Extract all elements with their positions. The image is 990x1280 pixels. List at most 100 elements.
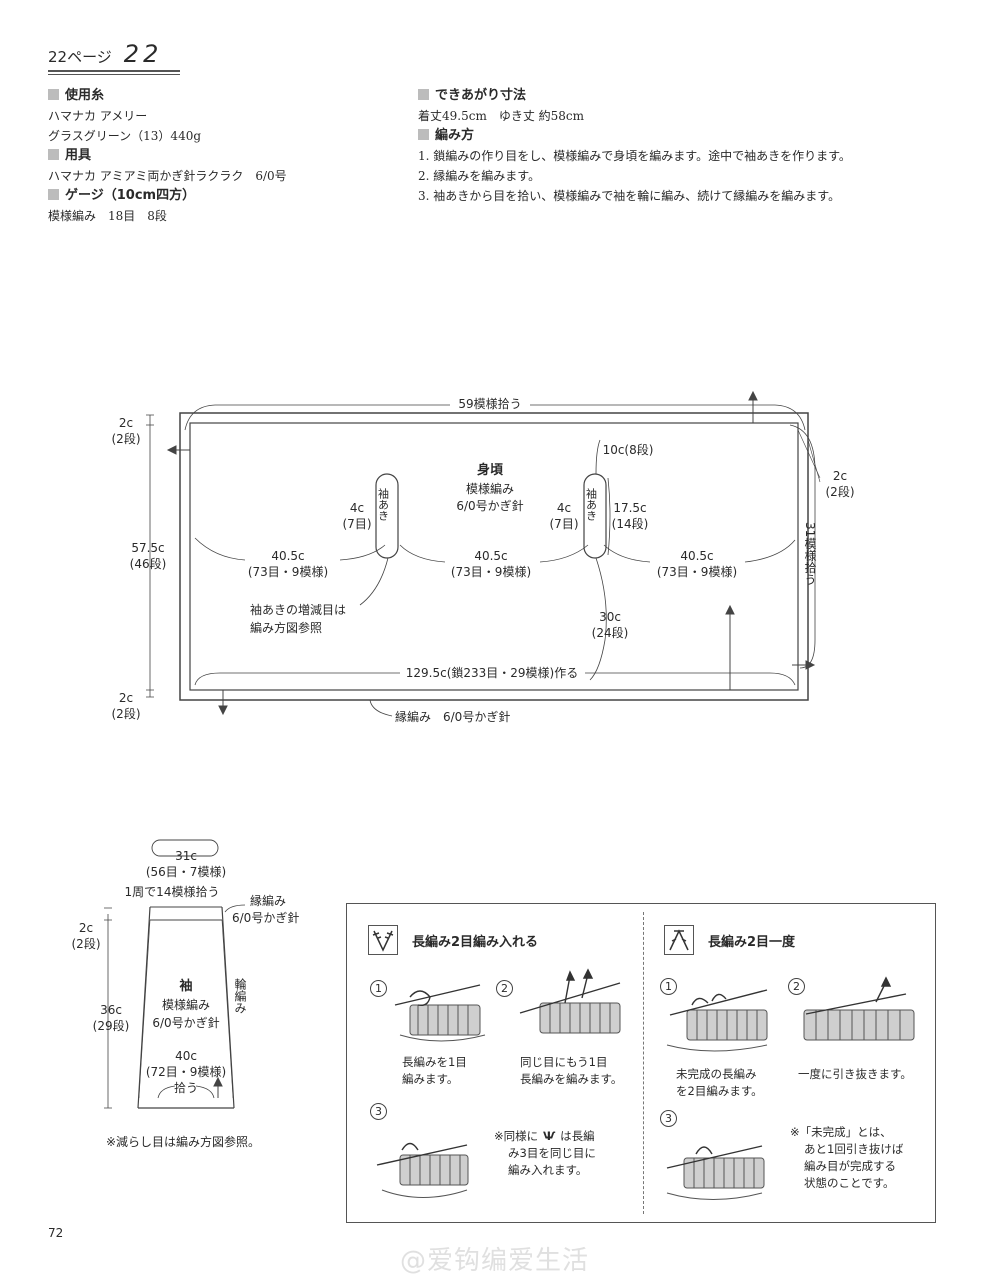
sleeve-title: 袖 <box>179 978 192 994</box>
sleeve-top-capsule <box>151 839 219 857</box>
sleeve-outline <box>137 906 235 1109</box>
body-hook: 6/0号かぎ針 <box>456 498 523 513</box>
technique-box <box>346 903 936 1223</box>
armhole-left-dan: (7目) <box>343 517 372 531</box>
yarn-color: グラスグリーン（13）440g <box>48 129 202 143</box>
left-step1-num: 1 <box>370 980 387 997</box>
bottom-chain-label: 129.5c(鎖233目・29模様)作る <box>406 665 579 680</box>
right-note-line4: 状態のことです。 <box>804 1176 895 1190</box>
right-technique-title: 長編み2目一度 <box>708 935 796 950</box>
top-pickup-label: 59模様拾う <box>458 396 521 411</box>
left-step2-caption: 同じ目にもう1目 長編みを編みます。 <box>520 1054 622 1088</box>
right-pickup-label: 31模様拾う <box>803 522 817 585</box>
right-c: 2c <box>833 469 847 483</box>
sleeve-top-c: 31c <box>175 849 197 863</box>
right-note-line1: ※「未完成」とは、 <box>790 1125 892 1139</box>
pattern-number: 22 <box>123 40 163 68</box>
right-note: ※「未完成」とは、 あと1回引き抜けば 編み目が完成する 状態のことです。 <box>790 1124 903 1192</box>
header-rule <box>48 70 180 72</box>
watermark: @爱钩编爱生活 <box>400 1246 590 1276</box>
sleeve-pickup: 1周で14模様拾う <box>125 884 220 899</box>
seg3-note: (73目・9模様) <box>657 565 737 579</box>
gauge-heading: ゲージ（10cm四方） <box>48 186 287 206</box>
v30-c: 30c <box>599 610 621 624</box>
yarn-heading: 使用糸 <box>48 86 287 106</box>
method-step-2: 2. 縁編みを編みます。 <box>418 169 541 183</box>
armhole-left-c: 4c <box>350 501 364 515</box>
armhole-left-label: 袖あき <box>377 487 390 521</box>
left-step2-line2: 長編みを編みます。 <box>520 1072 623 1086</box>
left-step1-caption: 長編みを1目 編みます。 <box>402 1054 467 1088</box>
size-line: 着丈49.5cm ゆき丈 約58cm <box>418 109 585 123</box>
armhole-left <box>375 473 399 559</box>
sleeve-bottom-c: 40c <box>175 1049 197 1063</box>
sleeve-top-note: (56目・7模様) <box>146 865 226 879</box>
sleeve-ring: 輪編み <box>233 977 247 1014</box>
right-step1-line1: 未完成の長編み <box>676 1067 757 1081</box>
right-step1-num: 1 <box>660 978 677 995</box>
sleeve-pattern: 模様編み <box>162 997 210 1012</box>
seg2-c: 40.5c <box>474 549 507 563</box>
right-note-line3: 編み目が完成する <box>804 1159 896 1173</box>
sleeve-hook: 6/0号かぎ針 <box>152 1015 219 1030</box>
tools-line: ハマナカ アミアミ両かぎ針ラクラク 6/0号 <box>48 169 287 183</box>
right-step2-line1: 一度に引き抜きます。 <box>798 1067 912 1081</box>
page-reference: 22ページ <box>48 48 112 66</box>
left-step2-illustration <box>519 968 621 1034</box>
sleeve-bottom-note: (72目・9模様) <box>146 1065 226 1079</box>
instructions-section: できあがり寸法 着丈49.5cm ゆき丈 約58cm 編み方 1. 鎖編みの作り… <box>418 86 851 206</box>
sleeve-height-dan: (29段) <box>93 1018 130 1033</box>
left-step3-num: 3 <box>370 1103 387 1120</box>
sleeve-diagram: 31c (56目・7模様) 1周で14模様拾う 縁編み 6/0号かぎ針 2c (… <box>72 839 299 1149</box>
left-step1-illustration <box>394 984 486 1042</box>
left-note-line1b: は長編 <box>560 1129 595 1143</box>
armhole-right-dan: (7目) <box>550 517 579 531</box>
body-outer-rect <box>179 412 809 701</box>
body-pattern: 模様編み <box>466 481 514 496</box>
edging-label: 縁編み 6/0号かぎ針 <box>395 709 510 724</box>
v30-dan: (24段) <box>592 625 629 640</box>
body-inner-rect <box>189 422 799 691</box>
right-note-line2: あと1回引き抜けば <box>804 1142 904 1156</box>
left-note-line2: み3目を同じ目に <box>508 1146 596 1160</box>
seg3-c: 40.5c <box>680 549 713 563</box>
sleeve-height-c: 36c <box>100 1003 122 1017</box>
right-step3-num: 3 <box>660 1110 677 1127</box>
sleeve-left-c: 2c <box>79 921 93 935</box>
page-header: 22ページ 22 <box>48 40 162 68</box>
seg2-note: (73目・9模様) <box>451 565 531 579</box>
left-top-c: 2c <box>119 416 133 430</box>
sleeve-note: ※減らし目は編み方図参照。 <box>106 1134 260 1149</box>
right-step2-caption: 一度に引き抜きます。 <box>798 1066 912 1083</box>
dc2tog-symbol-icon <box>664 925 694 955</box>
height-c: 57.5c <box>131 541 164 555</box>
sleeve-edge-hook: 6/0号かぎ針 <box>232 910 299 925</box>
right-step1-illustration <box>666 989 768 1052</box>
left-bottom-dan: (2段) <box>112 706 141 721</box>
left-step1-line2: 編みます。 <box>402 1072 459 1086</box>
armhole-right <box>583 473 607 559</box>
sleeve-left-dan: (2段) <box>72 936 101 951</box>
method-step-1: 1. 鎖編みの作り目をし、模様編みで身頃を編みます。途中で袖あきを作ります。 <box>418 149 851 163</box>
body-diagram: 59模様拾う 身頃 模様編み 6/0号かぎ針 2c (2段) 57.5c (46… <box>112 390 855 724</box>
sleeve-bottom-pick: 拾う <box>174 1080 198 1095</box>
left-bottom-c: 2c <box>119 691 133 705</box>
sleeve-edge-title: 縁編み <box>250 893 286 908</box>
armhole-right-label: 袖あき <box>585 487 598 521</box>
side-175dan: (14段) <box>612 516 649 531</box>
height-dan: (46段) <box>130 556 167 571</box>
body-title: 身頃 <box>477 462 504 478</box>
right-step1-caption: 未完成の長編み を2目編みます。 <box>676 1066 763 1100</box>
right-step2-illustration <box>803 976 915 1041</box>
page-number: 72 <box>48 1226 64 1240</box>
header-rule-thin <box>48 74 180 75</box>
yarn-brand: ハマナカ アメリー <box>48 109 148 123</box>
left-technique-title: 長編み2目編み入れる <box>412 935 539 950</box>
right-step3-illustration <box>666 1145 765 1200</box>
side-175c: 17.5c <box>613 501 646 515</box>
right-step1-line2: を2目編みます。 <box>676 1084 763 1098</box>
tools-heading: 用具 <box>48 146 287 166</box>
armhole-right-c: 4c <box>557 501 571 515</box>
materials-section: 使用糸 ハマナカ アメリー グラスグリーン（13）440g 用具 ハマナカ アミ… <box>48 86 287 226</box>
armhole-note-line1: 袖あきの増減目は <box>250 602 346 617</box>
